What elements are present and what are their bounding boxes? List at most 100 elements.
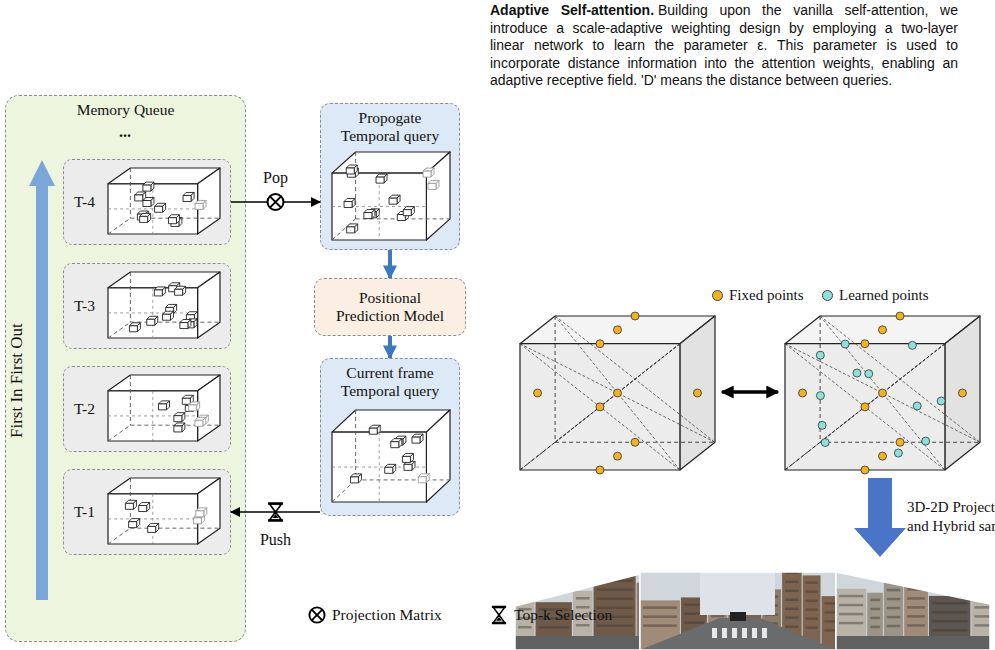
object-box — [364, 213, 372, 219]
sampling-ray — [785, 344, 883, 393]
hidden-edge — [520, 442, 555, 470]
camera-views — [573, 591, 593, 650]
projection-symbol — [268, 194, 284, 210]
object-box — [129, 323, 140, 326]
learned-point — [894, 449, 902, 457]
hidden-edge — [130, 528, 220, 529]
camera-views — [597, 561, 633, 564]
learned-point — [937, 397, 945, 405]
cube-face — [108, 168, 220, 184]
camera-views — [825, 629, 845, 632]
camera-views — [731, 566, 758, 569]
camera-views — [731, 629, 758, 632]
camera-views — [711, 579, 724, 582]
cube-face — [198, 375, 220, 441]
camera-views — [684, 603, 704, 606]
object-box — [137, 519, 140, 528]
hidden-edge — [820, 442, 980, 443]
object-box — [129, 326, 137, 332]
object-box — [125, 500, 136, 503]
camera-views — [907, 624, 925, 627]
camera-views — [731, 620, 758, 623]
sampling-ray — [520, 344, 618, 393]
object-box — [179, 217, 182, 226]
object-box — [155, 203, 166, 206]
camera-views — [700, 560, 775, 615]
object-box — [182, 398, 190, 404]
camera-views — [539, 626, 569, 629]
object-box — [143, 201, 151, 207]
object-box — [195, 417, 206, 420]
object-box — [399, 439, 402, 448]
object-box — [196, 508, 207, 511]
object-box — [162, 314, 170, 320]
object-box — [183, 195, 191, 201]
object-box — [147, 316, 158, 319]
queue-arrow — [231, 511, 320, 512]
object-box — [180, 320, 191, 323]
object-box — [143, 182, 154, 185]
camera-views — [870, 608, 880, 611]
query-cube — [108, 375, 220, 441]
object-box — [205, 415, 208, 424]
object-box — [174, 413, 185, 416]
camera-views — [974, 597, 993, 600]
camera-views — [785, 608, 799, 611]
object-box — [344, 199, 355, 202]
legend-item: Fixed points — [712, 287, 804, 304]
object-box — [377, 425, 380, 434]
camera-views — [576, 606, 590, 609]
object-box — [133, 500, 136, 509]
caption-block: Adaptive Self-attention.Building upon th… — [490, 2, 958, 90]
camera-views — [904, 564, 928, 650]
object-box — [428, 183, 436, 189]
object-box — [411, 207, 414, 216]
camera-views — [576, 615, 590, 618]
camera-views — [539, 608, 569, 611]
hidden-edge — [130, 272, 131, 322]
query-cube — [332, 410, 450, 502]
object-box — [428, 180, 439, 183]
camera-views — [640, 598, 660, 601]
object-box — [180, 323, 188, 329]
object-box — [162, 311, 173, 314]
guide-line — [332, 206, 426, 207]
flow-arrow — [388, 250, 392, 278]
sampling-ray — [520, 344, 680, 470]
guide-line — [152, 494, 153, 544]
learned-point — [922, 437, 930, 445]
camera-views — [518, 626, 532, 629]
object-box — [201, 515, 204, 524]
camera-views — [640, 618, 836, 650]
object-box — [372, 210, 375, 219]
object-box — [168, 218, 176, 224]
hidden-edge — [108, 425, 130, 441]
object-box — [143, 198, 154, 201]
node-title: Memory Queue — [67, 101, 185, 119]
object-box — [170, 311, 173, 320]
fixed-point — [614, 452, 622, 460]
topk-symbol — [268, 519, 283, 522]
object-box — [169, 286, 177, 292]
guide-line — [108, 518, 198, 519]
object-box — [397, 195, 400, 204]
object-box — [167, 401, 170, 410]
camera-views — [730, 612, 746, 621]
camera-views — [731, 575, 758, 578]
topk-symbol — [493, 607, 504, 622]
sampling-ray — [820, 316, 980, 442]
object-box — [197, 415, 208, 418]
object-box — [193, 518, 201, 524]
legend-text: Projection Matrix — [332, 606, 442, 624]
object-box — [151, 182, 154, 191]
camera-views — [640, 555, 848, 650]
learned-point — [821, 439, 829, 447]
camera-views — [932, 602, 967, 605]
object-box — [143, 192, 146, 201]
fixed-point — [596, 340, 604, 348]
camera-views — [836, 560, 995, 650]
object-box — [193, 402, 196, 411]
object-box — [389, 195, 400, 198]
topk-symbol — [492, 606, 506, 608]
